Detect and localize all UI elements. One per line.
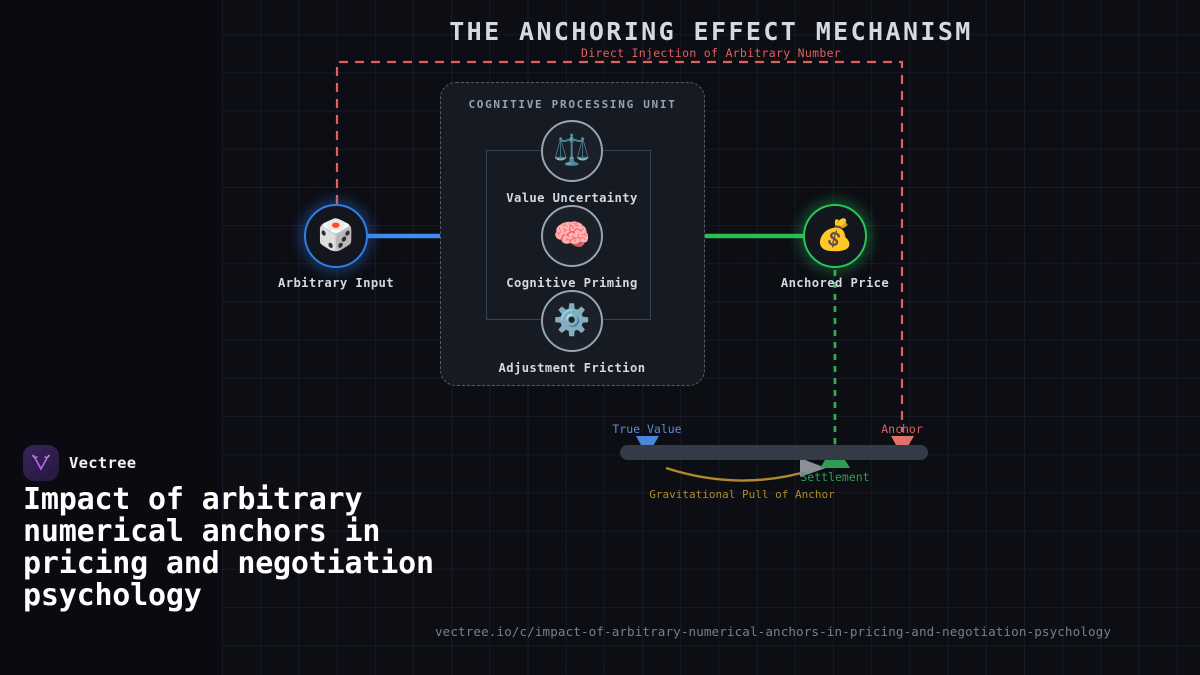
node-label-adjustment-friction: Adjustment Friction (498, 361, 646, 375)
anchor-label: Anchor (881, 422, 923, 436)
vectree-glyph (32, 454, 50, 471)
vectree-logo-icon (23, 445, 59, 481)
node-label-arbitrary-input: Arbitrary Input (277, 276, 395, 290)
node-label-value-uncertainty: Value Uncertainty (506, 191, 638, 205)
dice-icon: 🎲 (317, 218, 355, 253)
headline-text: Impact of arbitrary numerical anchors in… (23, 482, 434, 613)
node-label-anchored-price: Anchored Price (780, 276, 890, 290)
node-anchored-price[interactable]: 💰 (803, 204, 867, 268)
node-value-uncertainty[interactable]: ⚖️ (541, 120, 603, 182)
scales-icon: ⚖️ (553, 133, 591, 168)
page-title: THE ANCHORING EFFECT MECHANISM (449, 17, 973, 46)
value-scale-track[interactable] (620, 445, 928, 460)
gear-icon: ⚙️ (553, 303, 591, 338)
node-label-cognitive-priming: Cognitive Priming (506, 276, 638, 290)
cpu-title: COGNITIVE PROCESSING UNIT (468, 98, 677, 111)
left-panel-background (0, 0, 222, 675)
page-subtitle: Direct Injection of Arbitrary Number (580, 46, 842, 60)
node-arbitrary-input[interactable]: 🎲 (304, 204, 368, 268)
settlement-label: Settlement (800, 470, 870, 484)
brain-icon: 🧠 (553, 218, 591, 253)
money-bag-icon: 💰 (816, 218, 854, 253)
brand-name: Vectree (69, 454, 137, 472)
gravitational-pull-label: Gravitational Pull of Anchor (649, 488, 835, 501)
true-value-label: True Value (612, 422, 682, 436)
node-cognitive-priming[interactable]: 🧠 (541, 205, 603, 267)
footer-url: vectree.io/c/impact-of-arbitrary-numeric… (435, 624, 1112, 639)
node-adjustment-friction[interactable]: ⚙️ (541, 290, 603, 352)
